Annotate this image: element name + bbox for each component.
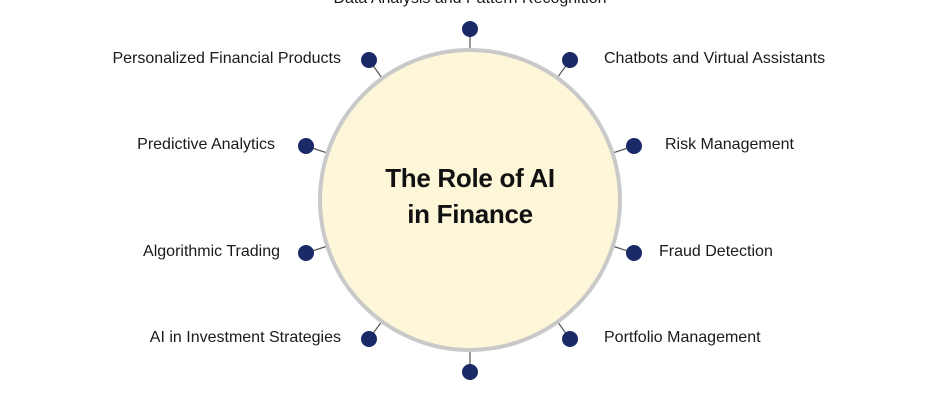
node-dot xyxy=(298,138,314,154)
spoke-line xyxy=(557,321,567,335)
node-dot xyxy=(361,331,377,347)
node-label-ai-investment: AI in Investment Strategies xyxy=(149,329,341,346)
hub-title-line-1: The Role of AI xyxy=(385,163,555,193)
hub-title: The Role of AI in Finance xyxy=(320,160,620,232)
node-label-data-analysis: Data Analysis and Pattern Recognition xyxy=(270,0,670,9)
node-dot xyxy=(562,331,578,347)
node-dot xyxy=(562,52,578,68)
node-dot xyxy=(626,138,642,154)
node-label-risk-management: Risk Management xyxy=(665,136,794,153)
node-dot xyxy=(361,52,377,68)
node-dot xyxy=(626,245,642,261)
node-label-personalized-products: Personalized Financial Products xyxy=(112,50,341,67)
spoke-line xyxy=(612,245,629,252)
node-dot xyxy=(462,364,478,380)
node-dot xyxy=(298,245,314,261)
hub-circle xyxy=(318,48,622,352)
node-label-algorithmic-trading: Algorithmic Trading xyxy=(143,243,280,260)
spoke-line xyxy=(311,245,328,252)
spoke-line xyxy=(556,64,568,79)
node-label-chatbots: Chatbots and Virtual Assistants xyxy=(604,50,826,67)
spoke-line xyxy=(372,320,383,335)
spoke-line xyxy=(311,147,328,154)
spoke-line xyxy=(612,147,629,154)
node-label-portfolio-management: Portfolio Management xyxy=(604,329,761,346)
node-dot xyxy=(462,21,478,37)
node-label-fraud-detection: Fraud Detection xyxy=(659,243,773,260)
hub-title-line-2: in Finance xyxy=(407,199,533,229)
spoke-line xyxy=(372,64,383,79)
node-label-predictive-analytics: Predictive Analytics xyxy=(137,136,275,153)
